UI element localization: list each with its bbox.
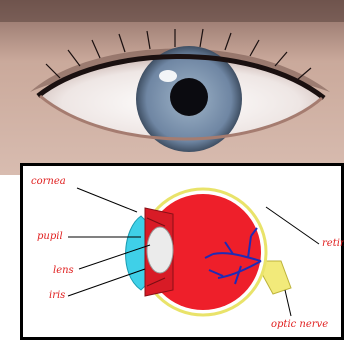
lens-shape [147, 227, 173, 273]
photo-pupil [170, 78, 208, 116]
cornea-shape [126, 216, 147, 290]
label-pupil: pupil [37, 231, 63, 243]
label-cornea: cornea [31, 176, 66, 188]
label-iris: iris [49, 290, 65, 302]
eye-photo [0, 0, 344, 175]
eye-diagram-panel: cornea pupil lens iris retina optic nerv… [20, 163, 344, 340]
eye-diagram [23, 166, 341, 337]
label-lens: lens [53, 265, 74, 277]
label-retina: retina [322, 238, 344, 250]
label-optic-nerve: optic nerve [271, 319, 328, 331]
